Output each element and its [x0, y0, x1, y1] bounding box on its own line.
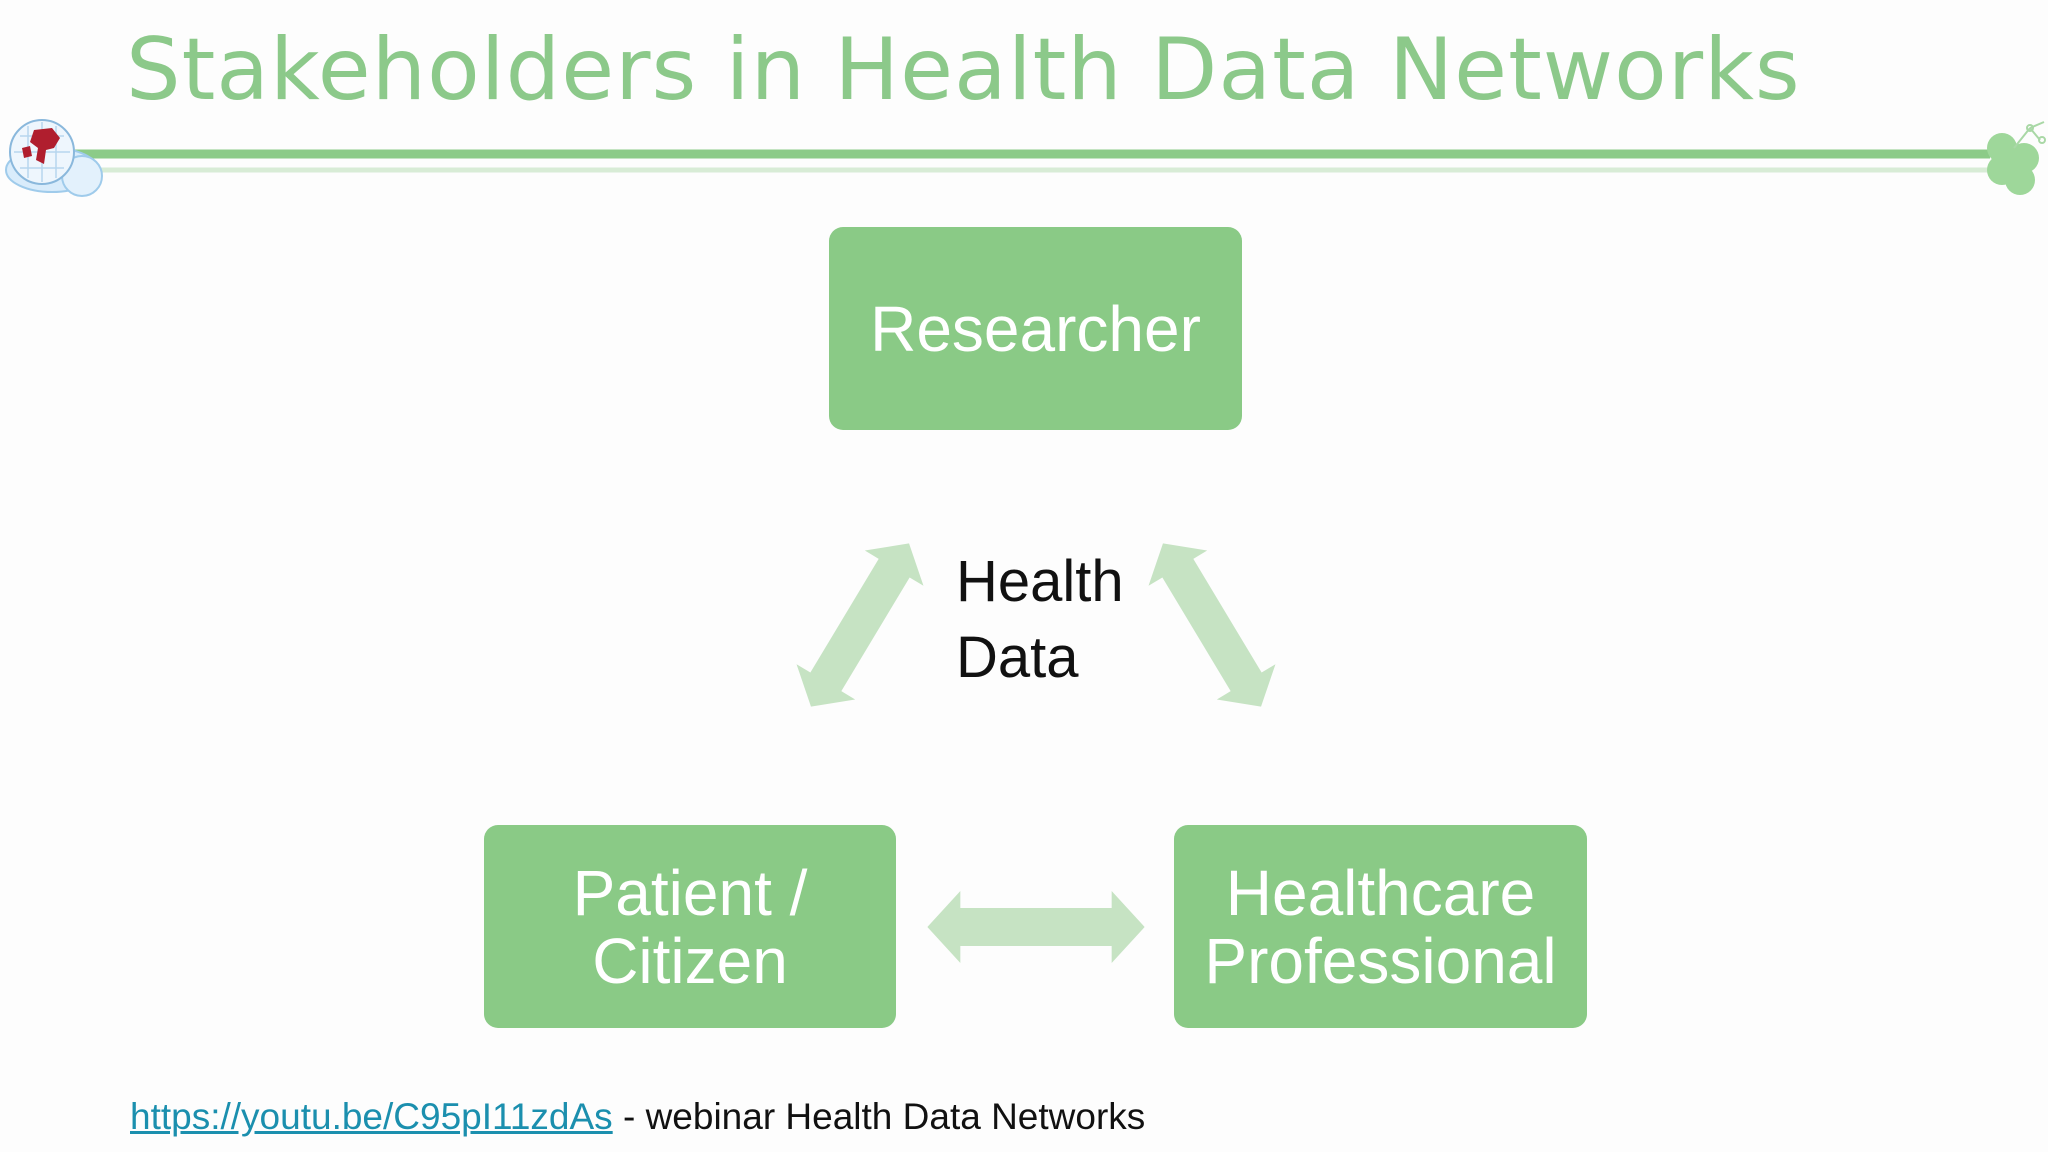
center-label-line2: Data [956, 625, 1079, 690]
arrow-researcher-hcp [1133, 525, 1291, 725]
arrow-patient-hcp [927, 891, 1145, 963]
node-healthcare-professional: Healthcare Professional [1174, 825, 1587, 1028]
node-hcp-label-line2: Professional [1204, 924, 1557, 997]
node-patient-label-line1: Patient / [572, 856, 808, 929]
node-patient-label-line2: Citizen [592, 924, 788, 997]
footer-reference: https://youtu.be/C95pI11zdAs - webinar H… [130, 1094, 1145, 1140]
webinar-link[interactable]: https://youtu.be/C95pI11zdAs [130, 1096, 613, 1137]
node-researcher: Researcher [829, 227, 1242, 430]
globe-logo-icon [5, 119, 103, 197]
node-researcher-label: Researcher [870, 292, 1201, 365]
footer-suffix: - webinar Health Data Networks [612, 1096, 1146, 1137]
node-patient-citizen: Patient / Citizen [484, 825, 896, 1028]
slide-title: Stakeholders in Health Data Networks [126, 20, 1801, 120]
node-hcp-label-line1: Healthcare [1225, 856, 1536, 929]
center-label-line1: Health [956, 549, 1124, 614]
clover-logo-icon [1987, 121, 2046, 195]
header-divider [5, 119, 2046, 197]
center-label-health-data: Health Data [956, 544, 1124, 696]
arrow-researcher-patient [781, 525, 939, 725]
